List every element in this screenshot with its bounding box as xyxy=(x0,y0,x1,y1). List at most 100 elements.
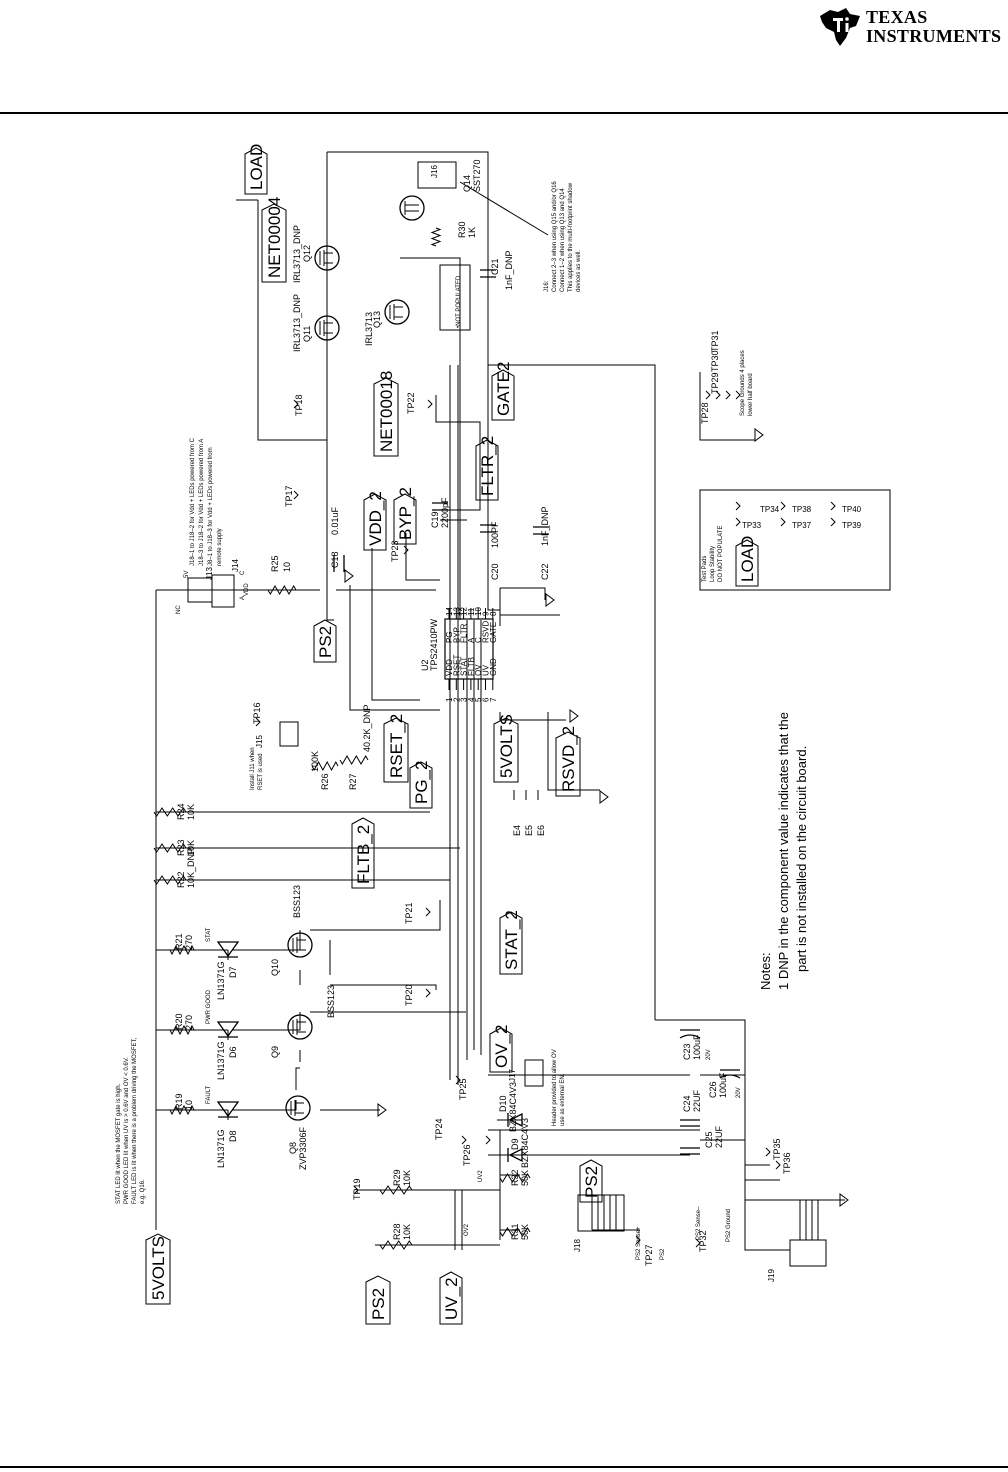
label-q13-part: IRL3713 xyxy=(364,312,374,346)
label-c19-value: 2200pF xyxy=(440,497,450,528)
label-r23: R23 xyxy=(176,839,186,856)
label-r23-value: 10K xyxy=(186,840,196,856)
label-c22: C22 xyxy=(540,563,550,580)
mosfet-q8 xyxy=(285,1095,311,1121)
label-tp40: TP40 xyxy=(842,505,862,514)
tp40-icon xyxy=(830,501,836,511)
label-a-pin: A xyxy=(240,596,246,600)
label-j19: J19 xyxy=(767,1269,776,1282)
label-j18: J18 xyxy=(573,1239,582,1252)
resistor-r24 xyxy=(153,807,187,817)
label-q13: Q13 xyxy=(372,311,382,328)
label-r21-value: 270 xyxy=(184,935,194,950)
label-nc-pin: NC xyxy=(176,605,182,614)
port-fltr2: FLTR_2 xyxy=(475,436,499,501)
led-note-line: STAT LED lit when the MOSFET gate is hig… xyxy=(116,1083,122,1204)
port-byp2-label: BYP_2 xyxy=(396,487,415,540)
tp24-icon xyxy=(461,1135,467,1145)
label-r31-value: 50K xyxy=(520,1224,530,1240)
label-vdd-pin: VDD xyxy=(244,583,250,596)
label-q10-part: BSS123 xyxy=(292,885,302,918)
ic-pin-number: 8 xyxy=(489,611,498,616)
wires xyxy=(155,151,845,1251)
ic-pin-name: STAT xyxy=(460,657,469,676)
label-c20: C20 xyxy=(490,563,500,580)
ic-pin-number: 3 xyxy=(460,697,469,702)
label-j16: J16 xyxy=(430,165,439,178)
label-q9-part: BSS123 xyxy=(326,985,336,1018)
mosfet-q13 xyxy=(384,299,410,325)
led-note-line: FAULT LED is lit when there is a problem… xyxy=(132,1037,138,1204)
capacitors xyxy=(333,269,741,1155)
tp20-icon xyxy=(425,988,431,998)
ground-c18 xyxy=(344,569,354,583)
port-ps2-conn-label: PS2 xyxy=(582,1166,601,1198)
label-r26: R26 xyxy=(320,773,330,790)
zener-d9 xyxy=(507,1147,523,1163)
j18-note-line: J18–3 to J18–2 for Vdd + LEDs powered fr… xyxy=(199,439,205,566)
connectors xyxy=(187,161,891,1267)
ic-pin-name: C xyxy=(474,637,483,643)
label-r24: R24 xyxy=(176,803,186,820)
label-d6-part: LN1371G xyxy=(216,1041,226,1080)
ic-pin-number: 4 xyxy=(467,697,476,702)
port-pg2: PG_2 xyxy=(409,761,433,809)
resistor-r21 xyxy=(169,944,195,956)
port-5volts-mid: 5VOLTS xyxy=(493,714,519,783)
company-name: Texas Instruments xyxy=(866,8,1001,46)
test-points xyxy=(255,390,849,1248)
label-c23: C23 xyxy=(682,1043,692,1060)
label-sst270: SST270 xyxy=(472,159,482,192)
label-q11: Q11 xyxy=(302,326,312,342)
port-ps2-top-label: PS2 xyxy=(316,626,335,658)
resistors xyxy=(153,227,531,1250)
tp19-icon xyxy=(353,1185,359,1195)
ic-pin-name: GATE xyxy=(489,622,498,643)
tp33-icon xyxy=(735,517,741,527)
port-gate2-label: GATE2 xyxy=(494,362,513,416)
label-r27: R27 xyxy=(348,773,358,790)
connector-j17 xyxy=(524,1059,544,1087)
header-rule xyxy=(0,112,1008,114)
label-c-pin: C xyxy=(240,570,246,575)
label-r28: R28 xyxy=(392,1223,402,1240)
capacitor-c20 xyxy=(480,524,496,533)
ic-pin-number: 12 xyxy=(460,607,469,616)
label-pwr-good: PWR GOOD xyxy=(206,989,212,1024)
tp17-icon xyxy=(293,490,299,500)
resistor-r20 xyxy=(169,1024,195,1036)
tp32-icon xyxy=(695,1238,701,1248)
label-j17: J17 xyxy=(508,1069,517,1082)
label-d8-part: LN1371G xyxy=(216,1129,226,1168)
ground-ic xyxy=(569,709,579,723)
label-r29: R29 xyxy=(392,1169,402,1186)
tp16-icon xyxy=(255,717,261,727)
port-load-label: LOAD xyxy=(247,144,266,190)
j11-note-line: Install J11 when xyxy=(250,747,256,790)
label-not-populated: •NOT POPULATED xyxy=(456,275,462,328)
label-c23-value: 100uF xyxy=(692,1034,702,1060)
label-c18-value: 0.01uF xyxy=(330,506,340,535)
tp25-icon xyxy=(455,1075,461,1085)
tp28-icon xyxy=(705,390,711,400)
capacitor-c26 xyxy=(719,1069,741,1079)
test-pads-note-line: Test Pads xyxy=(702,556,708,582)
port-load-test: LOAD xyxy=(735,536,759,587)
capacitor-c23 xyxy=(679,1029,701,1039)
port-ps2-bottom: PS2 xyxy=(365,1275,391,1325)
scope-note-line: Scope Grounds 4 places xyxy=(740,350,746,416)
label-r30-value: 1K xyxy=(467,227,477,238)
label-q12-part: IRL3713_DNP xyxy=(292,225,302,283)
label-tp32: TP32 xyxy=(698,1230,708,1252)
ic-pin-name: FLTR xyxy=(460,623,469,643)
ic-pin-number: 6 xyxy=(482,697,491,702)
port-5volts-mid-label: 5VOLTS xyxy=(497,714,516,778)
label-q12: Q12 xyxy=(302,245,312,262)
port-ps2-bottom-label: PS2 xyxy=(369,1288,388,1320)
label-tp22: TP22 xyxy=(406,392,416,414)
port-load-test-label: LOAD xyxy=(738,536,757,582)
ground-c22 xyxy=(545,593,555,607)
label-r26-value: 100K xyxy=(310,751,320,772)
label-j14: J14 xyxy=(231,559,240,572)
